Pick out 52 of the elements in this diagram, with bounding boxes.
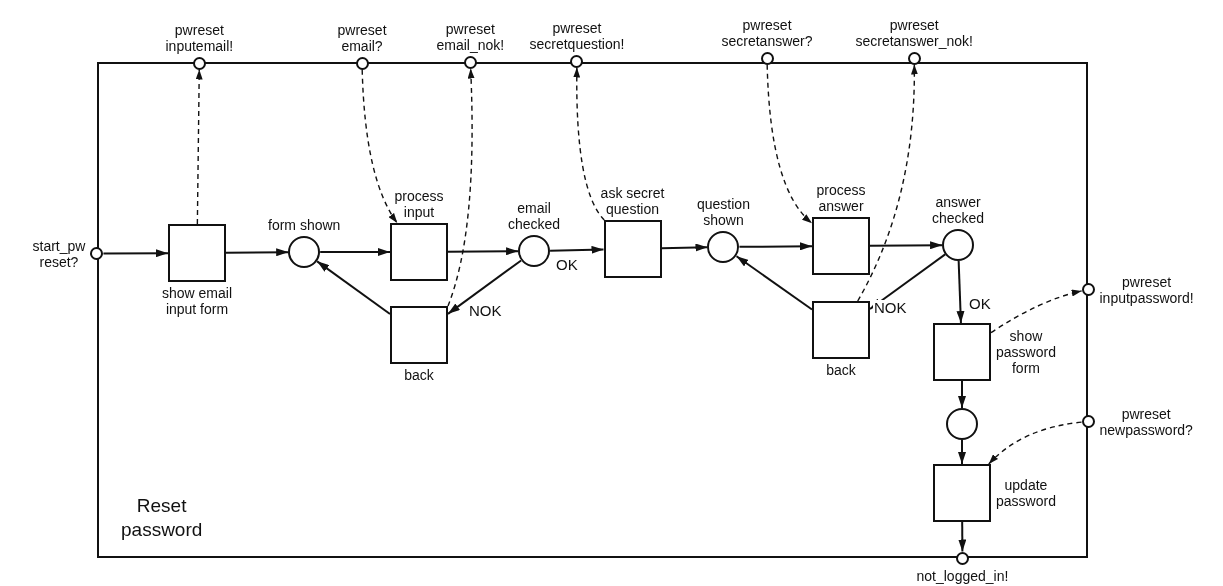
dashed-arrow (990, 289, 1083, 334)
port-label: pwreset secretanswer_nok! (855, 16, 973, 49)
place-label: answer checked (932, 194, 985, 226)
port-label: pwreset secretanswer? (721, 16, 813, 49)
place-label: question shown (697, 196, 750, 228)
port-label: pwreset email_nok! (436, 20, 505, 53)
port-label: pwreset inputpassword! (1099, 273, 1194, 306)
arrow (735, 255, 813, 311)
arrow (102, 249, 169, 258)
dashed-arrow (857, 63, 918, 302)
port-label: pwreset email? (337, 21, 387, 54)
edge-label: OK (555, 257, 579, 273)
port-label: pwreset inputemail! (165, 21, 234, 54)
arrow (660, 243, 709, 252)
edge-label: OK (968, 296, 992, 312)
transition-label: process input (394, 188, 444, 220)
arrow (549, 245, 605, 254)
arrow (225, 248, 290, 257)
transition-label: update password (996, 477, 1056, 509)
transition-label: ask secret question (599, 185, 666, 217)
transition-label: show email input form (161, 285, 233, 317)
arrow (738, 242, 813, 251)
transition-label: back (826, 362, 856, 378)
edge-label: NOK (468, 303, 503, 319)
arrow (869, 253, 947, 310)
arrow (316, 260, 391, 316)
transition-label: back (404, 367, 434, 383)
place-label: email checked (508, 200, 561, 232)
place-label: form shown (268, 217, 341, 233)
port-label: pwreset newpassword? (1099, 405, 1193, 438)
process-frame (97, 62, 1088, 558)
arrow (958, 521, 967, 553)
transition-label: show password form (996, 328, 1056, 376)
arrow (958, 439, 966, 465)
arrow (447, 247, 520, 256)
frame-title: Reset password (121, 494, 203, 542)
dashed-arrow (988, 421, 1083, 465)
edge-label: NOK (873, 300, 908, 316)
arrow (869, 241, 944, 250)
port-label: not_logged_in! (916, 567, 1009, 584)
dashed-arrow (195, 68, 203, 225)
arrow (956, 260, 965, 324)
dashed-arrow (361, 68, 398, 224)
dashed-arrow (447, 67, 475, 307)
transition-label: process answer (816, 182, 866, 214)
port-label: start_pw reset? (32, 237, 86, 270)
arrow (319, 248, 391, 256)
arrow (958, 380, 966, 409)
port-label: pwreset secretquestion! (529, 19, 625, 52)
dashed-arrow (766, 63, 813, 224)
dashed-arrow (573, 66, 605, 221)
arrow (447, 259, 523, 315)
